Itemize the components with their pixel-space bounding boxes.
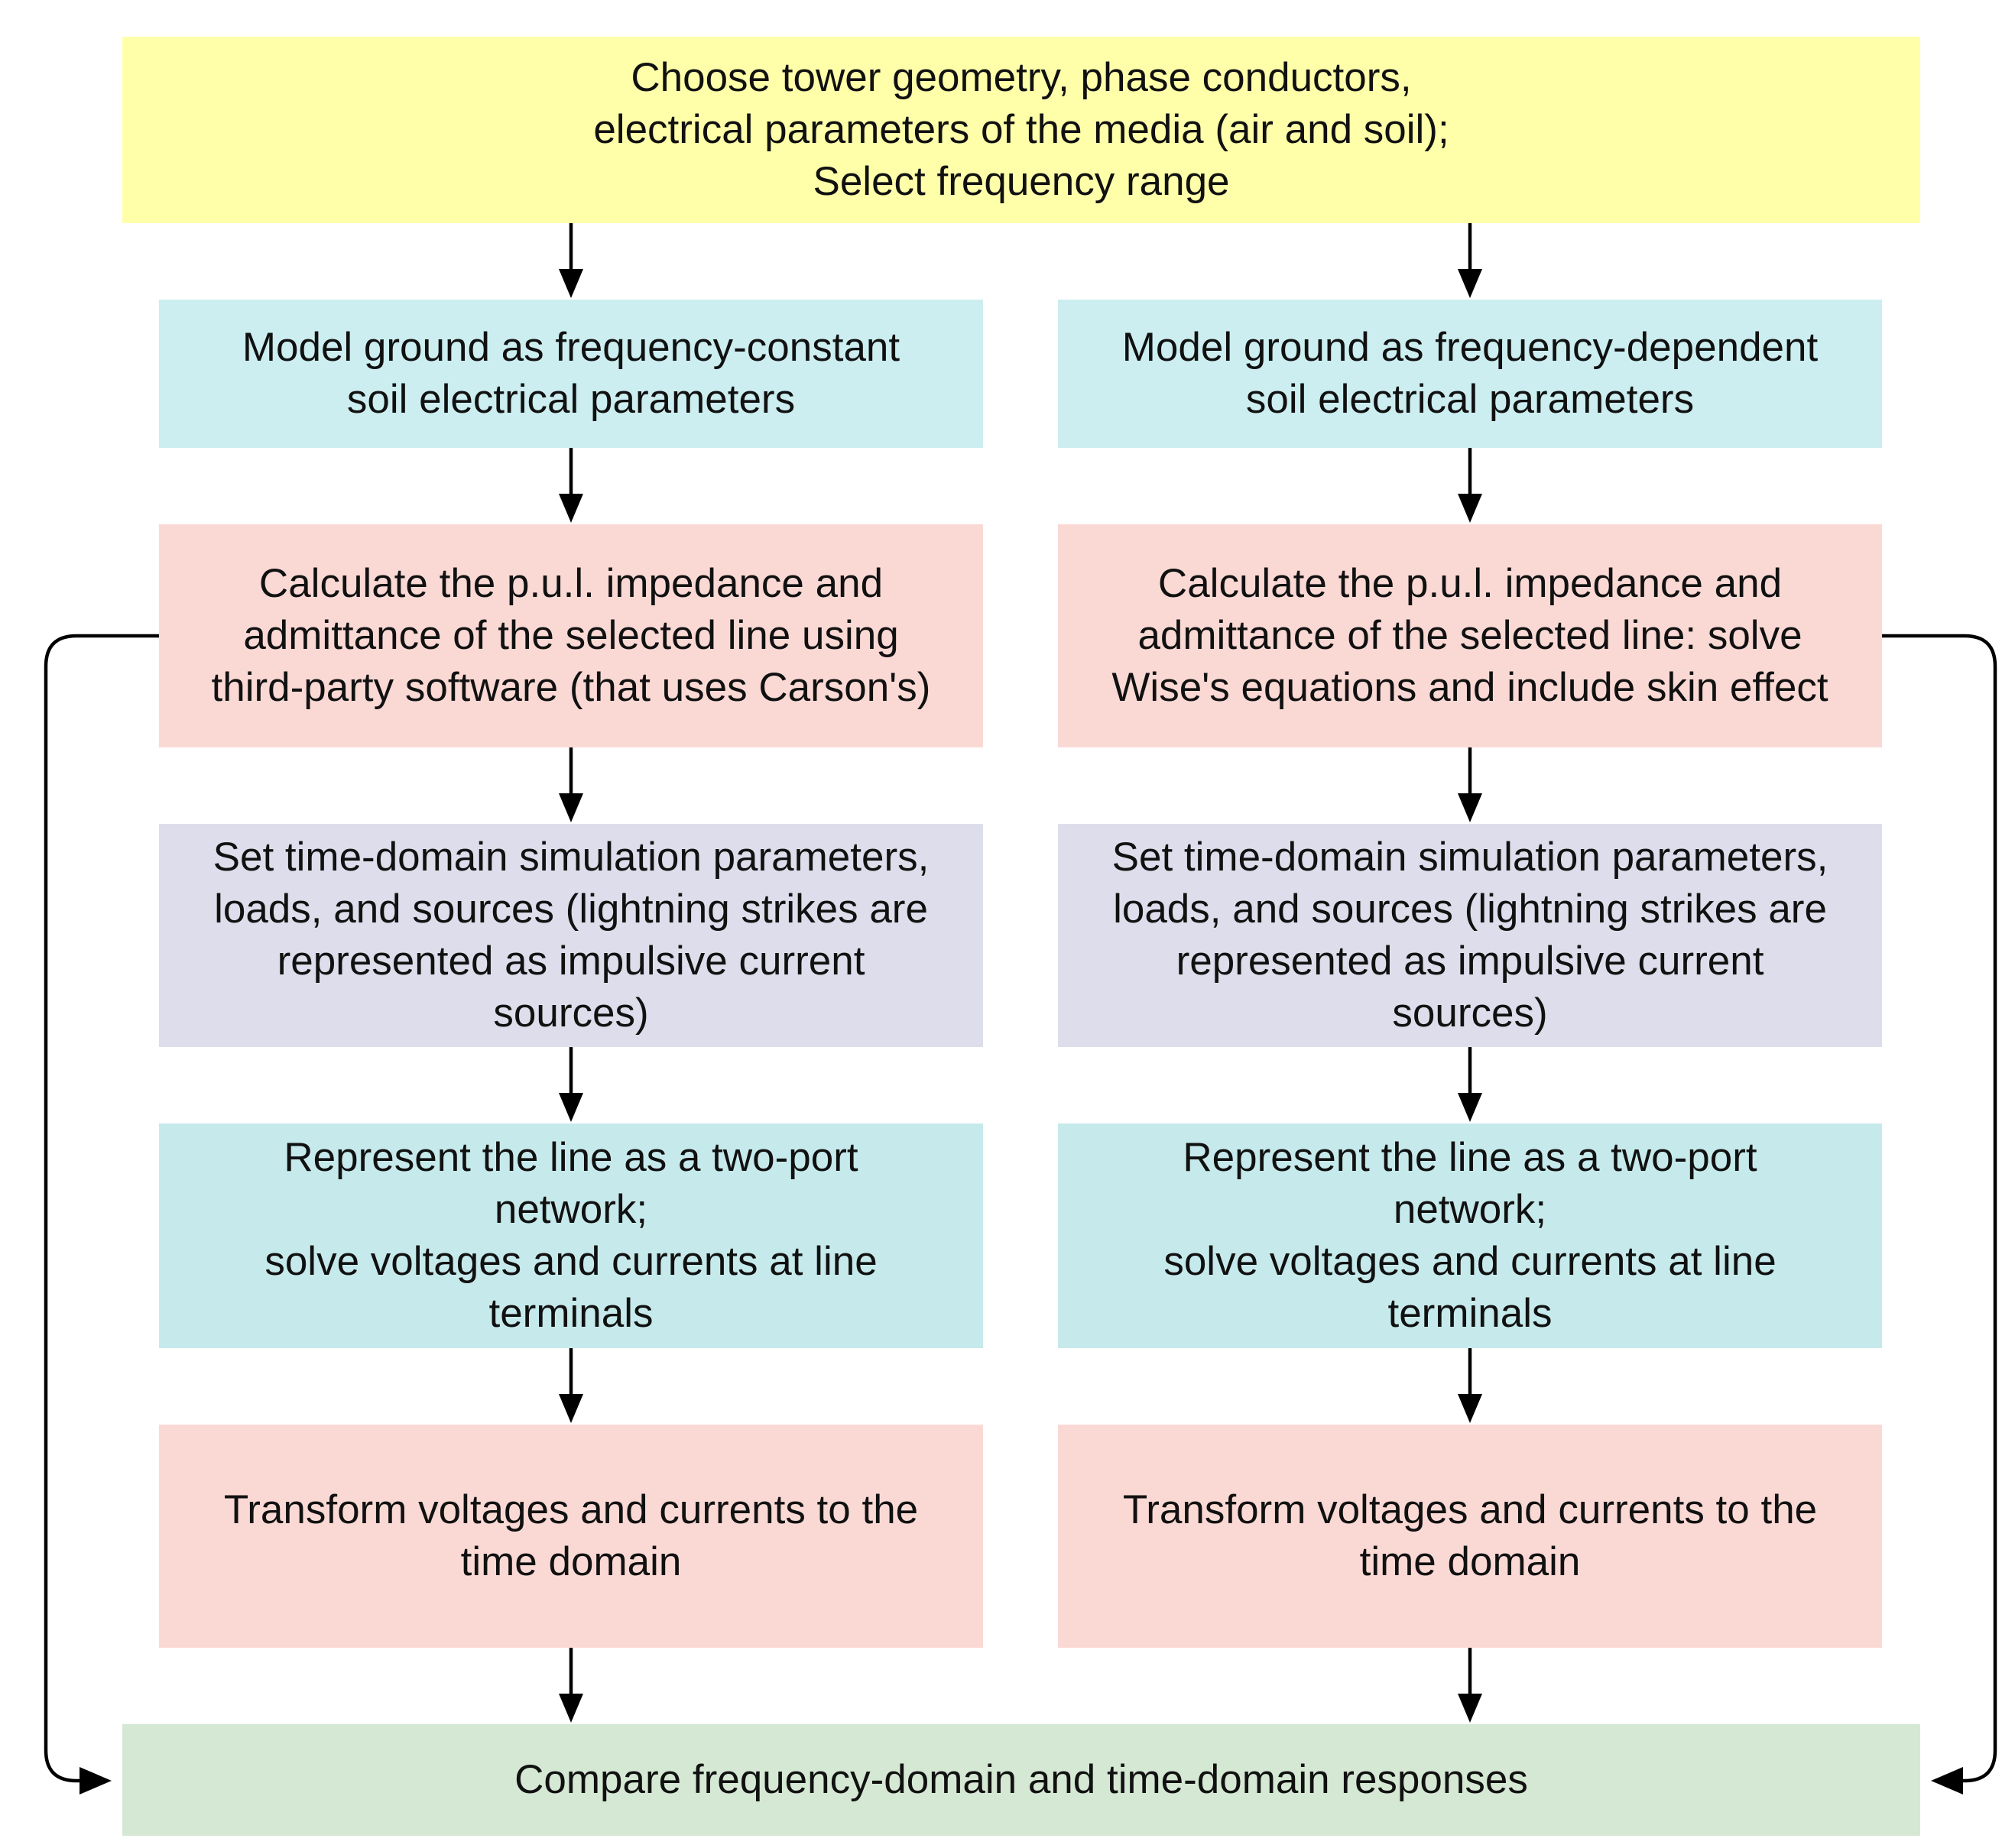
bottom-box: Compare frequency-domain and time-domain… [122, 1724, 1920, 1836]
arrow-left-calculate-to-set-head [559, 793, 583, 822]
left-ground-text: Model ground as frequency-constant soil … [242, 325, 900, 422]
right-ground-box: Model ground as frequency-dependent soil… [1058, 300, 1882, 448]
left-represent-text: Represent the line as a two-port network… [264, 1135, 878, 1336]
left-calculate-box: Calculate the p.u.l. impedance and admit… [159, 524, 983, 747]
left-bypass-connector [44, 634, 159, 1783]
right-bypass-arrowhead [1931, 1767, 1963, 1795]
bottom-box-text: Compare frequency-domain and time-domain… [514, 1757, 1528, 1802]
arrow-right-set-to-represent-head [1458, 1093, 1482, 1122]
arrow-left-transform-to-bottom-head [559, 1694, 583, 1723]
left-bypass-arrowhead [79, 1767, 112, 1795]
left-represent-box: Represent the line as a two-port network… [159, 1123, 983, 1348]
arrow-left-set-to-represent-head [559, 1093, 583, 1122]
arrow-right-transform-to-bottom-head [1458, 1694, 1482, 1723]
left-set-params-box: Set time-domain simulation parameters, l… [159, 824, 983, 1047]
right-represent-text: Represent the line as a two-port network… [1163, 1135, 1777, 1336]
arrow-left-represent-to-transform-head [559, 1394, 583, 1423]
left-transform-box: Transform voltages and currents to the t… [159, 1425, 983, 1648]
arrow-top-to-left-ground-head [559, 269, 583, 298]
right-ground-text: Model ground as frequency-dependent soil… [1121, 325, 1819, 422]
arrow-right-ground-to-calculate-head [1458, 494, 1482, 523]
right-bypass-connector [1882, 634, 1997, 1783]
top-box: Choose tower geometry, phase conductors,… [122, 37, 1920, 223]
arrow-right-calculate-to-set-head [1458, 793, 1482, 822]
right-calculate-text: Calculate the p.u.l. impedance and admit… [1111, 561, 1828, 710]
arrow-right-represent-to-transform-head [1458, 1394, 1482, 1423]
right-represent-box: Represent the line as a two-port network… [1058, 1123, 1882, 1348]
right-set-params-box: Set time-domain simulation parameters, l… [1058, 824, 1882, 1047]
right-set-params-text: Set time-domain simulation parameters, l… [1111, 835, 1828, 1036]
arrow-top-to-right-ground-head [1458, 269, 1482, 298]
left-transform-text: Transform voltages and currents to the t… [223, 1487, 919, 1584]
right-transform-text: Transform voltages and currents to the t… [1122, 1487, 1818, 1584]
left-ground-box: Model ground as frequency-constant soil … [159, 300, 983, 448]
right-transform-box: Transform voltages and currents to the t… [1058, 1425, 1882, 1648]
right-calculate-box: Calculate the p.u.l. impedance and admit… [1058, 524, 1882, 747]
left-calculate-text: Calculate the p.u.l. impedance and admit… [211, 561, 931, 710]
left-set-params-text: Set time-domain simulation parameters, l… [213, 835, 930, 1036]
top-box-text: Choose tower geometry, phase conductors,… [593, 55, 1449, 204]
arrow-left-ground-to-calculate-head [559, 494, 583, 523]
